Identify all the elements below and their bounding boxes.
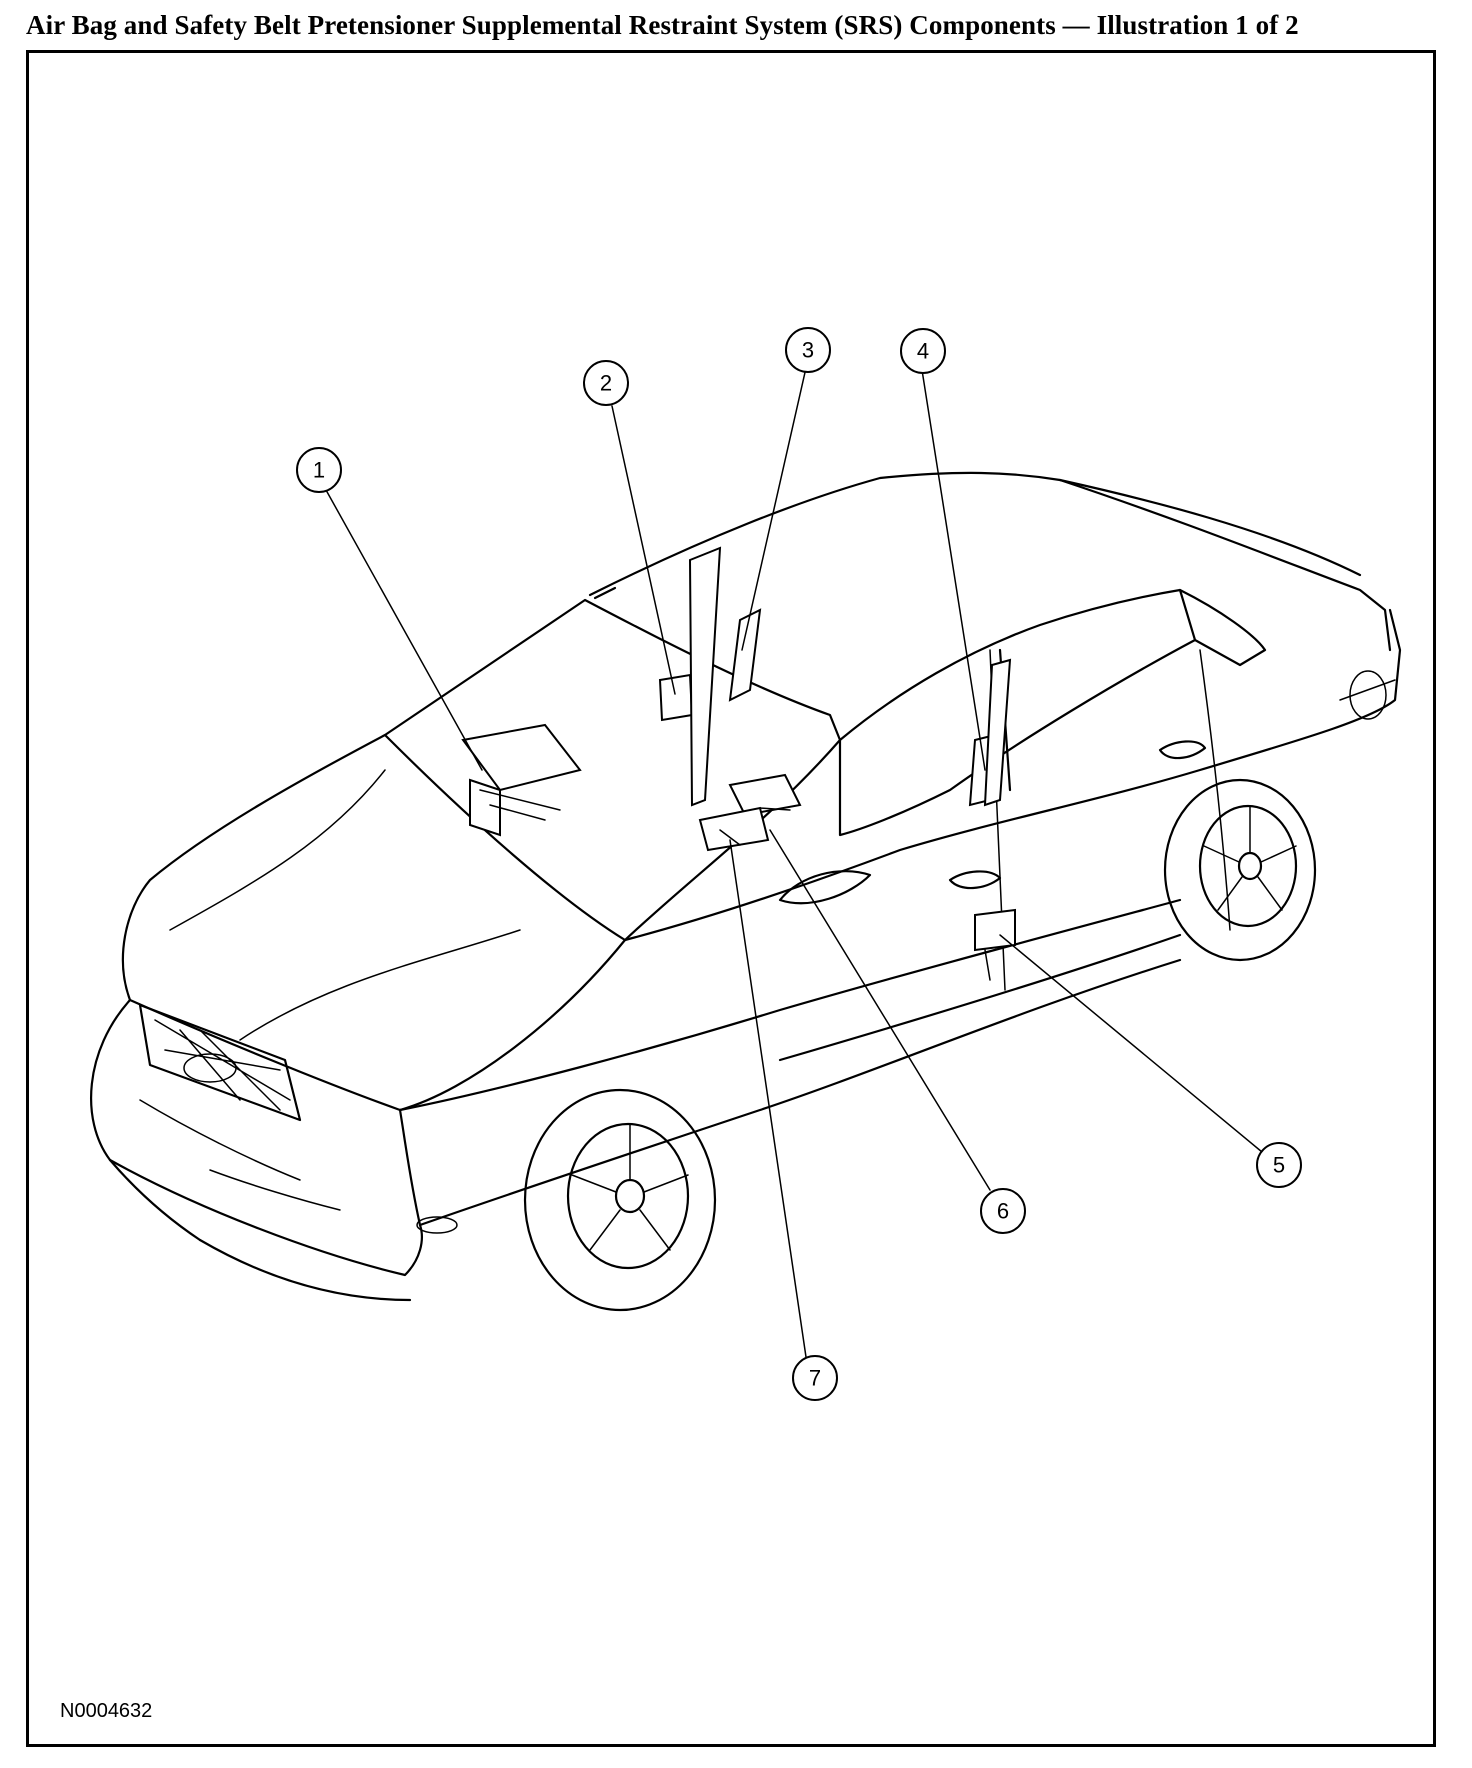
passenger-air-bag-module — [461, 723, 582, 837]
page-title: Air Bag and Safety Belt Pretensioner Sup… — [26, 10, 1299, 40]
callout-7-number: 7 — [809, 1366, 821, 1391]
rear-wheel — [1163, 778, 1317, 962]
callout-7: 7 — [792, 1355, 838, 1401]
callout-3: 3 — [785, 327, 831, 373]
car-body — [90, 471, 1402, 1302]
callout-5: 5 — [1256, 1142, 1302, 1188]
restraints-control-module — [698, 773, 802, 852]
side-curtain-inflator-front — [728, 608, 762, 702]
callout-4-number: 4 — [917, 339, 929, 364]
rear-seat-belt-pretensioner — [974, 908, 1016, 981]
callout-5-number: 5 — [1273, 1153, 1285, 1178]
front-safety-belt-retractor — [658, 546, 722, 807]
figure-id: N0004632 — [60, 1700, 153, 1722]
callout-6-number: 6 — [997, 1199, 1009, 1224]
b-pillar-side-air-curtain — [968, 658, 1012, 807]
callout-3-number: 3 — [802, 338, 814, 363]
callout-1: 1 — [296, 447, 342, 493]
callout-2-number: 2 — [600, 371, 612, 396]
callout-2: 2 — [583, 360, 629, 406]
leader-lines — [325, 367, 1263, 1358]
callout-6: 6 — [980, 1188, 1026, 1234]
callout-1-number: 1 — [313, 458, 325, 483]
illustration-frame — [26, 50, 1436, 1747]
callout-4: 4 — [900, 328, 946, 374]
front-wheel — [523, 1088, 717, 1312]
